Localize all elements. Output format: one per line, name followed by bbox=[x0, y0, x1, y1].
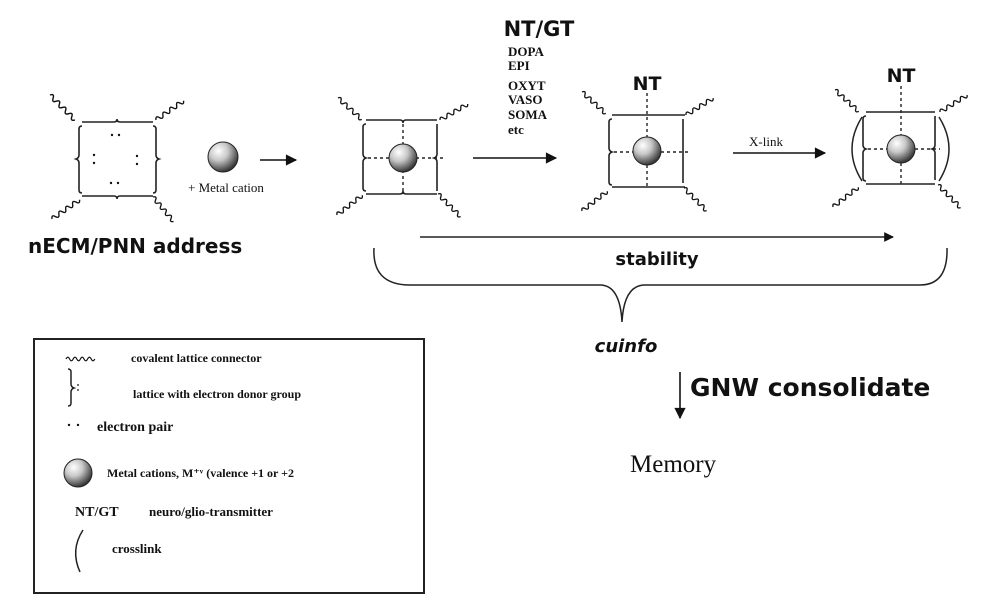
reagent-item: EPI bbox=[508, 58, 530, 73]
metal-cation-label: + Metal cation bbox=[188, 180, 264, 195]
nt-label: NT bbox=[633, 73, 662, 95]
legend-box bbox=[33, 338, 425, 594]
xlink-label: X-link bbox=[749, 134, 783, 149]
wavy-line-icon bbox=[50, 197, 82, 222]
lattice-nt-bound bbox=[580, 89, 715, 214]
gnw-consolidate-label: GNW consolidate bbox=[690, 373, 930, 402]
sphere-icon bbox=[63, 458, 93, 488]
legend-label: crosslink bbox=[112, 541, 162, 556]
lattice-with-cation bbox=[335, 95, 470, 219]
reagent-item: etc bbox=[508, 122, 524, 137]
wavy-line-icon bbox=[154, 98, 186, 123]
legend-item: electron pair bbox=[67, 420, 173, 435]
lattice-address-caption: nECM/PNN address bbox=[28, 234, 242, 258]
brace-icon bbox=[67, 368, 77, 407]
legend-item: Metal cations, M⁺ᵛ (valence +1 or +2 bbox=[63, 458, 294, 488]
stability-label: stability bbox=[615, 249, 698, 270]
legend-item: lattice with electron donor group bbox=[67, 368, 301, 407]
brace-icon bbox=[373, 247, 948, 323]
electron-pair-icon bbox=[92, 133, 139, 185]
crosslink-arc-icon bbox=[74, 529, 84, 573]
wavy-line-icon bbox=[47, 92, 78, 123]
legend-label: electron pair bbox=[97, 420, 173, 435]
cuinfo-label: cuinfo bbox=[595, 336, 658, 357]
legend: covalent lattice connector lattice with … bbox=[33, 338, 425, 594]
legend-label: lattice with electron donor group bbox=[133, 387, 301, 401]
crosslink-arc-icon bbox=[851, 116, 950, 182]
legend-symbol: NT/GT bbox=[75, 505, 119, 520]
reagent-list: DOPA EPI OXYT VASO SOMA etc bbox=[508, 44, 548, 137]
lattice-empty bbox=[47, 92, 186, 224]
lattice-crosslinked bbox=[831, 86, 969, 210]
legend-item: crosslink bbox=[74, 529, 162, 573]
electron-pair-icon bbox=[67, 423, 80, 427]
reagent-item: DOPA bbox=[508, 44, 544, 59]
legend-item: NT/GT neuro/glio-transmitter bbox=[75, 504, 273, 520]
reagent-item: OXYT bbox=[508, 78, 546, 93]
legend-label: covalent lattice connector bbox=[131, 351, 262, 365]
reagent-item: SOMA bbox=[508, 107, 548, 122]
sphere-icon bbox=[207, 141, 239, 173]
legend-label: neuro/glio-transmitter bbox=[149, 504, 273, 519]
legend-label: Metal cations, M⁺ᵛ (valence +1 or +2 bbox=[107, 466, 294, 480]
legend-item: covalent lattice connector bbox=[65, 351, 262, 365]
reagent-item: VASO bbox=[508, 92, 542, 107]
nt-label: NT bbox=[887, 65, 916, 87]
wavy-line-icon bbox=[150, 195, 176, 224]
reagent-title: NT/GT bbox=[504, 17, 575, 41]
memory-label: Memory bbox=[630, 451, 717, 478]
